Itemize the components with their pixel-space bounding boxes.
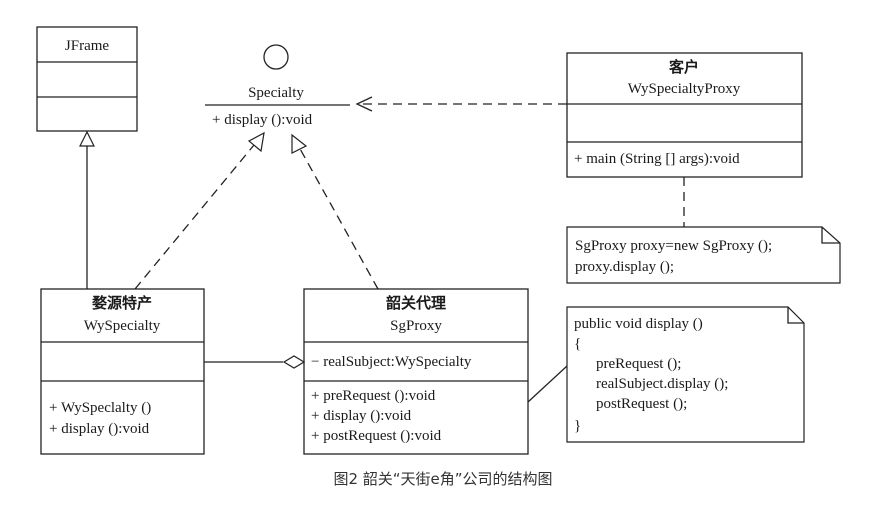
- proxy-note-box: [566, 306, 805, 443]
- real-subject-title-cn: 婺源特产: [91, 294, 152, 312]
- uml-class-diagram: JFrame Specialty + display ():void 客户 Wy…: [36, 26, 841, 455]
- specialty-name: Specialty: [248, 85, 304, 101]
- client-name: WySpecialtyProxy: [628, 81, 741, 97]
- real-subject-name: WySpecialty: [84, 318, 161, 334]
- hollow-triangle-arrow-icon: [291, 133, 308, 154]
- proxy-note-line: realSubject.display ();: [596, 376, 728, 392]
- real-subject-operation: + WySpeclalty (): [49, 400, 151, 416]
- proxy-note-line: preRequest ();: [596, 356, 681, 372]
- proxy-note-line: }: [574, 418, 581, 434]
- proxy-note-line: {: [574, 336, 581, 352]
- jframe-box: [36, 26, 138, 132]
- proxy-note-line: postRequest ();: [596, 396, 687, 412]
- aggregation-proxy-real: [204, 355, 306, 369]
- real-subject-box: [40, 288, 205, 455]
- proxy-class: 韶关代理 SgProxy − realSubject:WySpecialty +…: [303, 288, 529, 455]
- proxy-note-anchor: [527, 365, 568, 403]
- client-class: 客户 WySpecialtyProxy + main (String [] ar…: [566, 52, 803, 178]
- client-note-box: [566, 226, 841, 284]
- real-subject-class: 婺源特产 WySpecialty + WySpeclalty () + disp…: [40, 288, 205, 455]
- proxy-operation: + display ():void: [311, 408, 412, 424]
- proxy-attribute: − realSubject:WySpecialty: [311, 354, 472, 370]
- client-operation: + main (String [] args):void: [574, 151, 740, 167]
- client-box: [566, 52, 803, 178]
- jframe-name: JFrame: [65, 38, 110, 54]
- generalization-to-jframe: [79, 130, 95, 289]
- client-note: SgProxy proxy=new SgProxy (); proxy.disp…: [566, 226, 841, 284]
- real-subject-operation: + display ():void: [49, 421, 150, 437]
- hollow-triangle-arrow-icon: [247, 131, 265, 153]
- figure-caption: 图2 韶关“天街e角”公司的结构图: [333, 470, 553, 488]
- specialty-interface: Specialty + display ():void: [205, 44, 350, 128]
- proxy-operation: + preRequest ():void: [311, 388, 436, 404]
- proxy-operation: + postRequest ():void: [311, 428, 442, 444]
- note-fold-icon: [787, 307, 804, 324]
- note-fold-icon: [821, 227, 840, 244]
- realization-line: [134, 144, 255, 290]
- client-note-line: SgProxy proxy=new SgProxy ();: [575, 238, 772, 254]
- client-title-cn: 客户: [668, 58, 699, 76]
- proxy-box: [303, 288, 529, 455]
- realization-real-to-specialty: [134, 131, 265, 290]
- specialty-operation: + display ():void: [212, 112, 313, 128]
- realization-line: [298, 146, 379, 290]
- jframe-class: JFrame: [36, 26, 138, 132]
- realization-proxy-to-specialty: [291, 133, 379, 290]
- hollow-triangle-arrow-icon: [79, 130, 95, 147]
- proxy-name: SgProxy: [390, 318, 442, 334]
- proxy-note-line: public void display (): [574, 316, 703, 332]
- interface-circle-icon: [263, 44, 289, 70]
- hollow-diamond-icon: [282, 355, 306, 369]
- client-note-line: proxy.display ();: [575, 259, 674, 275]
- proxy-note: public void display () { preRequest (); …: [566, 306, 805, 443]
- proxy-title-cn: 韶关代理: [386, 294, 446, 312]
- open-arrow-icon: [355, 96, 373, 112]
- dependency-client-to-specialty: [355, 96, 567, 112]
